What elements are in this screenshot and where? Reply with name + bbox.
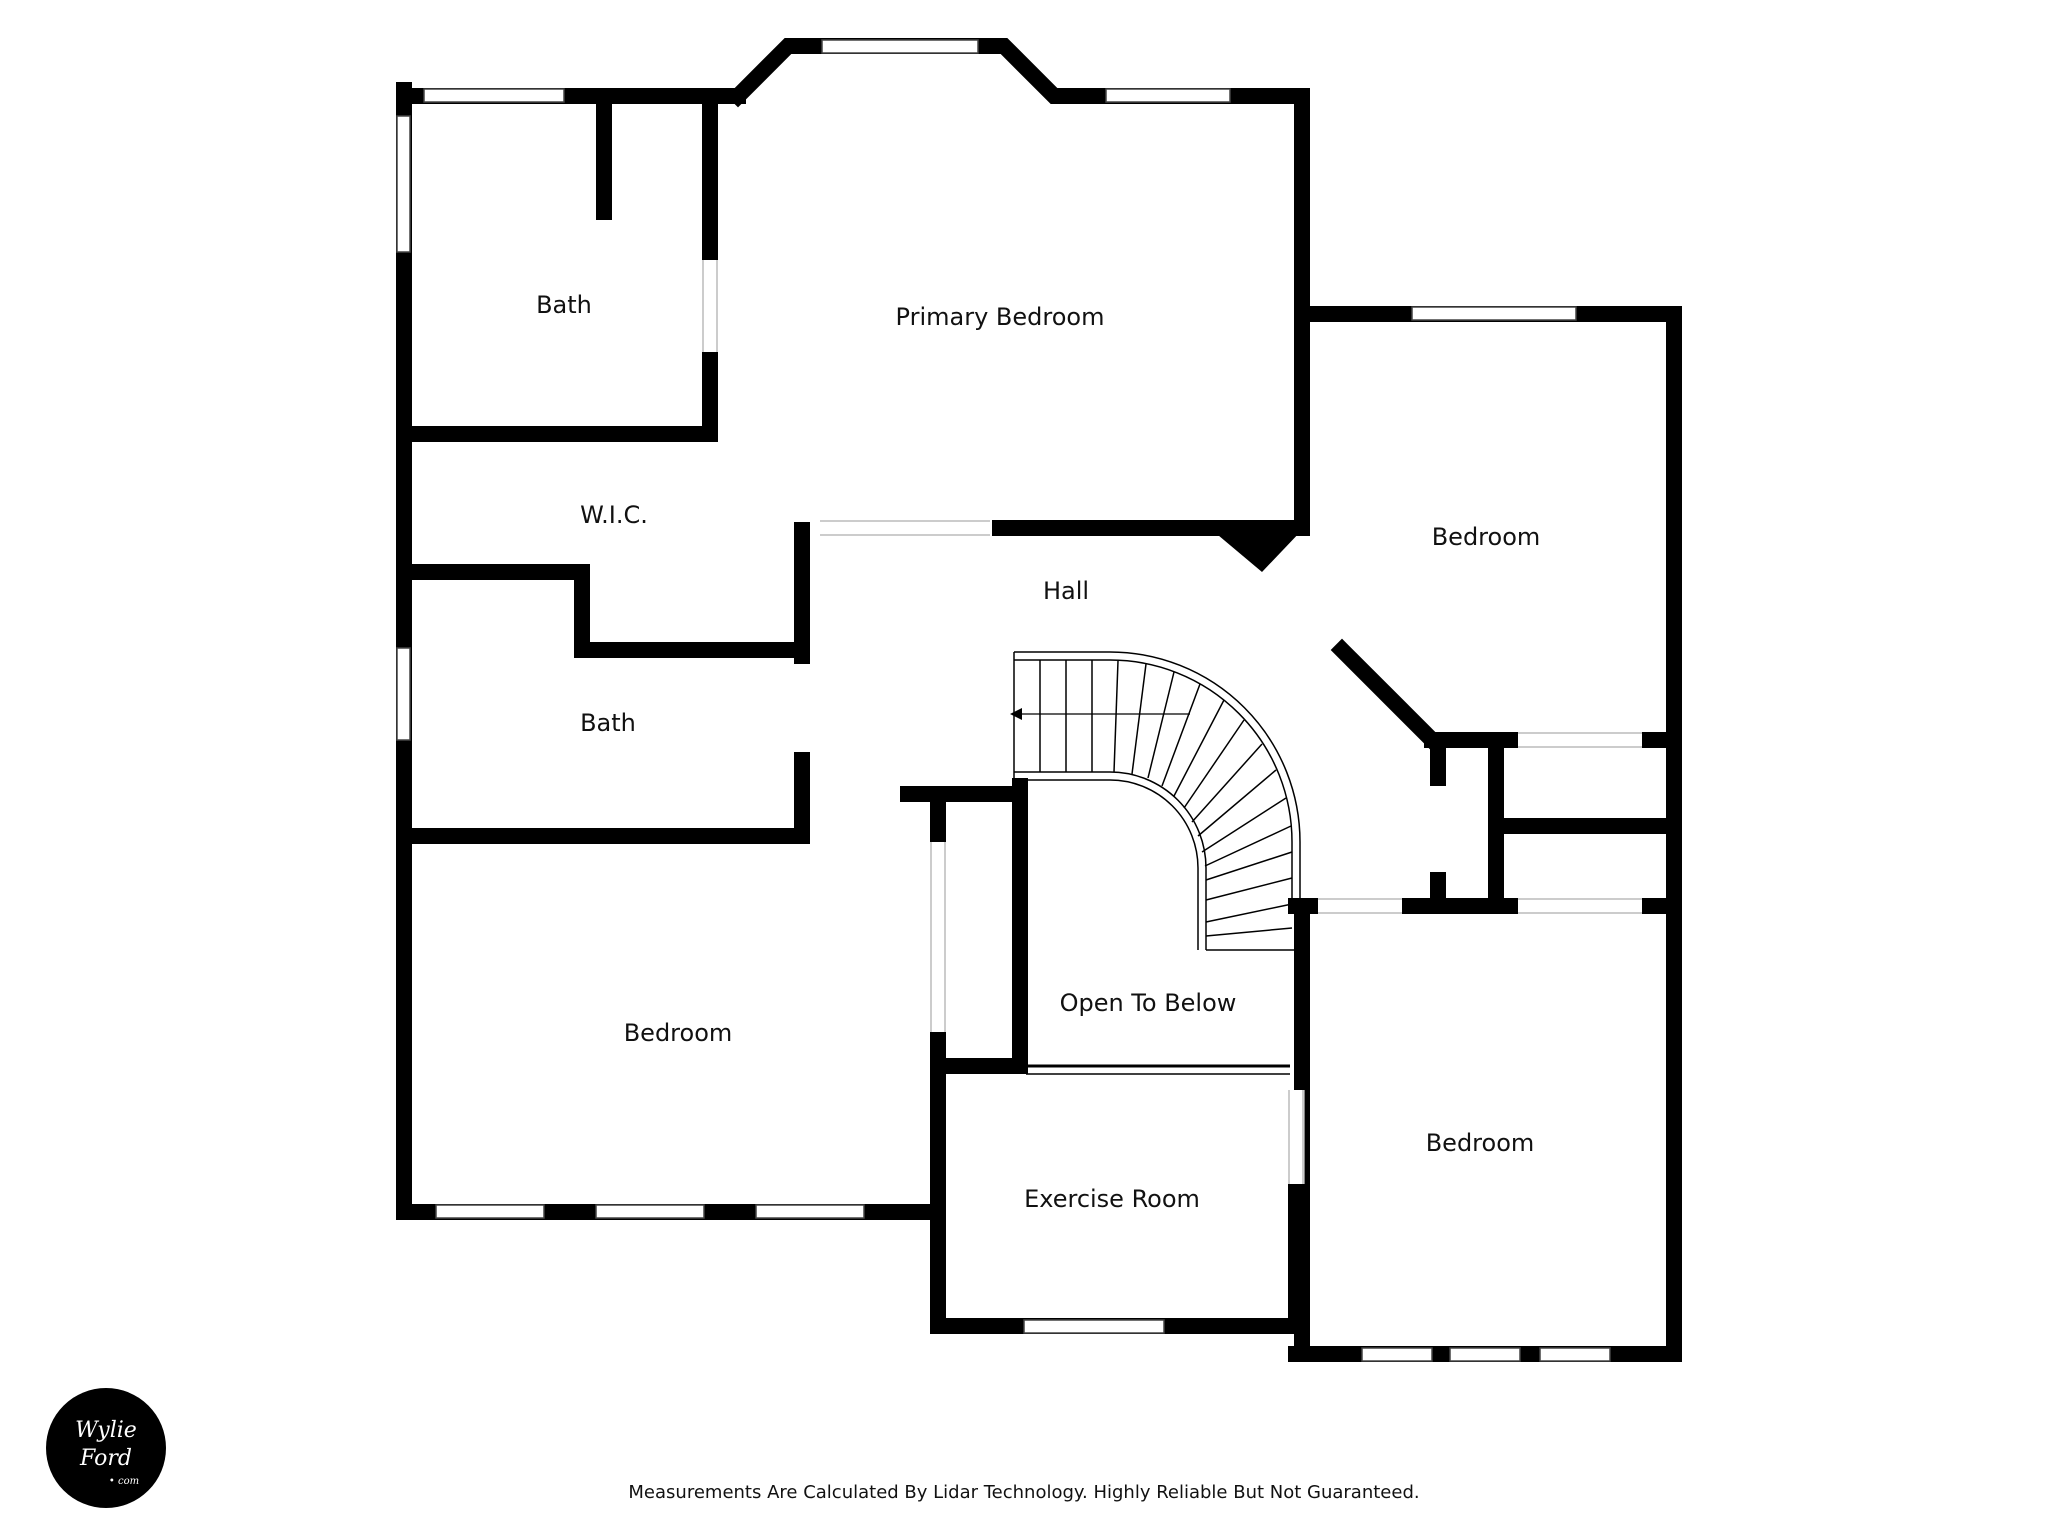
room-label-open-to-below: Open To Below: [1060, 989, 1237, 1017]
disclaimer-text: Measurements Are Calculated By Lidar Tec…: [628, 1482, 1420, 1503]
opening-edges: [702, 260, 1642, 1184]
staircase: [1013, 651, 1301, 951]
corner-wedge: [1212, 530, 1302, 572]
windows: [396, 39, 1611, 1362]
brand-logo: Wylie Ford • com: [46, 1388, 166, 1508]
room-label-wic: W.I.C.: [580, 501, 648, 529]
room-label-hall: Hall: [1043, 577, 1089, 605]
logo-line-1: Wylie: [75, 1418, 137, 1443]
room-label-bedroom-left: Bedroom: [624, 1019, 733, 1047]
room-label-bath-lower: Bath: [580, 709, 636, 737]
room-label-exercise-room: Exercise Room: [1024, 1185, 1200, 1213]
logo-line-3: • com: [108, 1476, 140, 1487]
room-label-bath-upper: Bath: [536, 291, 592, 319]
stair-arrow-icon: [1010, 708, 1022, 720]
walls: [396, 38, 1682, 1362]
room-label-bedroom-bottom-right: Bedroom: [1426, 1129, 1535, 1157]
room-label-primary-bedroom: Primary Bedroom: [896, 303, 1105, 331]
openings: [616, 201, 1642, 1184]
room-label-bedroom-right: Bedroom: [1432, 523, 1541, 551]
logo-line-2: Ford: [80, 1446, 132, 1471]
